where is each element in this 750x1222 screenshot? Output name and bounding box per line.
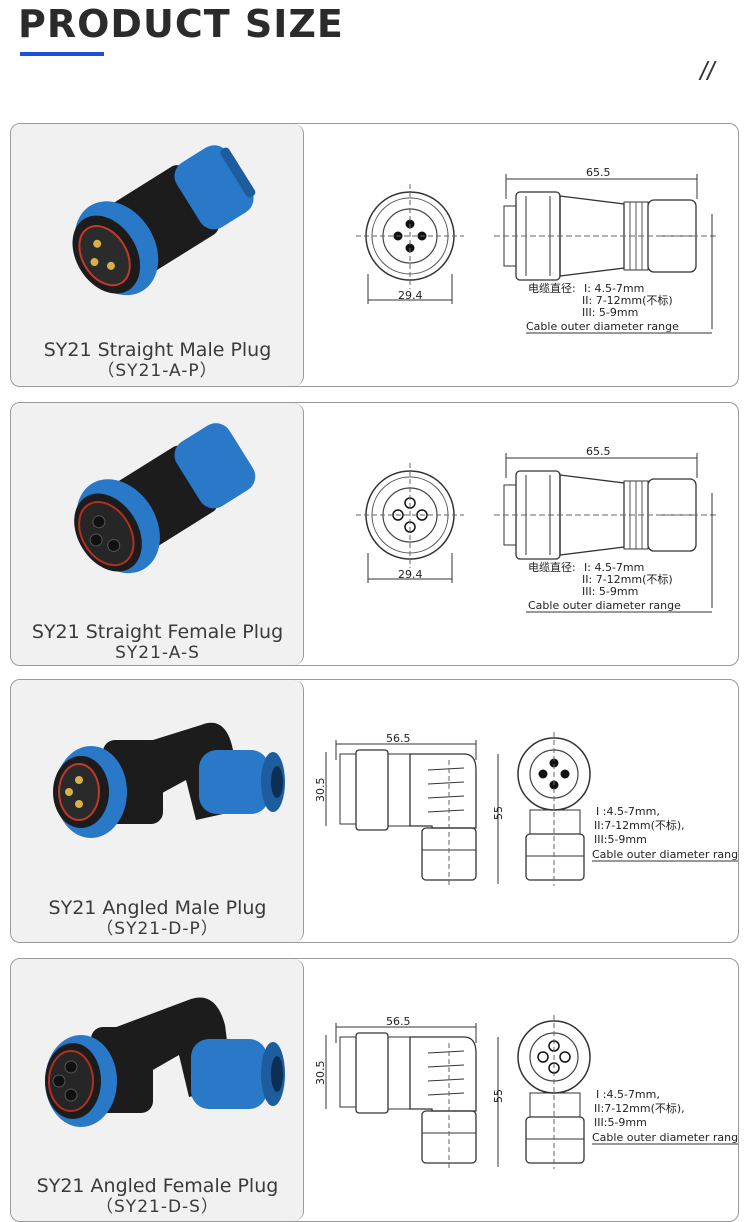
product-code: （SY21-A-P） <box>97 361 218 381</box>
dimension-length: 56.5 <box>386 1015 411 1028</box>
cable-range-1: I :4.5-7mm, <box>596 1088 660 1101</box>
cable-range-3: III:5-9mm <box>594 833 647 846</box>
product-card: SY21 Angled Female Plug （SY21-D-S） 56.5 … <box>10 958 739 1222</box>
cable-range-2: II:7-12mm(不标), <box>594 818 685 832</box>
straight-male-plug-photo <box>72 145 256 296</box>
dimension-face: 29.4 <box>398 289 423 302</box>
cable-range-2: II: 7-12mm(不标) <box>582 572 673 586</box>
technical-drawing: 29.4 65.5 电缆直径: I: 4.5-7mm II: 7-12mm(不标… <box>356 166 716 334</box>
technical-drawing: 56.5 30.5 55 I :4.5-7mm, II:7-12mm(不标), … <box>314 732 739 886</box>
product-card: SY21 Straight Female Plug SY21-A-S 29.4 … <box>10 402 739 666</box>
cable-range-1: I: 4.5-7mm <box>584 282 644 295</box>
product-photo-panel: SY21 Straight Female Plug SY21-A-S <box>11 403 304 665</box>
cable-spec-caption: Cable outer diameter range <box>526 320 679 333</box>
cable-range-2: II: 7-12mm(不标) <box>582 293 673 307</box>
cable-spec-cn-label: 电缆直径: <box>528 560 576 574</box>
page-title: PRODUCT SIZE <box>18 2 344 46</box>
slash-decoration: // <box>700 56 715 86</box>
cable-spec-cn-label: 电缆直径: <box>528 281 576 295</box>
product-code: （SY21-D-P） <box>96 919 219 939</box>
dimension-drop: 55 <box>492 1089 505 1103</box>
dimension-height: 30.5 <box>314 1061 327 1086</box>
dimension-length: 65.5 <box>586 166 611 179</box>
cable-range-3: III:5-9mm <box>594 1116 647 1129</box>
product-card: SY21 Angled Male Plug （SY21-D-P） 56.5 30… <box>10 679 739 943</box>
cable-spec-caption: Cable outer diameter range <box>592 1131 739 1144</box>
dimension-length: 65.5 <box>586 445 611 458</box>
cable-range-3: III: 5-9mm <box>582 306 638 319</box>
product-code: SY21-A-S <box>115 643 200 663</box>
cable-spec-caption: Cable outer diameter range <box>592 848 739 861</box>
product-code: （SY21-D-S） <box>96 1197 219 1217</box>
angled-male-plug-photo <box>53 722 285 838</box>
straight-female-plug-photo <box>74 423 256 574</box>
product-photo-panel: SY21 Straight Male Plug （SY21-A-P） <box>11 124 304 386</box>
dimension-drop: 55 <box>492 806 505 820</box>
cable-range-1: I: 4.5-7mm <box>584 561 644 574</box>
angled-female-plug-photo <box>45 997 285 1127</box>
product-name: SY21 Straight Male Plug <box>43 339 272 361</box>
cable-range-2: II:7-12mm(不标), <box>594 1101 685 1115</box>
product-photo-panel: SY21 Angled Female Plug （SY21-D-S） <box>11 959 304 1221</box>
product-photo-panel: SY21 Angled Male Plug （SY21-D-P） <box>11 680 304 942</box>
dimension-height: 30.5 <box>314 778 327 803</box>
cable-range-1: I :4.5-7mm, <box>596 805 660 818</box>
dimension-face: 29.4 <box>398 568 423 581</box>
product-name: SY21 Straight Female Plug <box>31 621 284 643</box>
product-name: SY21 Angled Male Plug <box>48 897 267 919</box>
technical-drawing: 29.4 65.5 电缆直径: I: 4.5-7mm II: 7-12mm(不标… <box>356 445 716 613</box>
title-underline <box>20 52 104 56</box>
dimension-length: 56.5 <box>386 732 411 745</box>
product-card: SY21 Straight Male Plug （SY21-A-P） 29.4 … <box>10 123 739 387</box>
product-name: SY21 Angled Female Plug <box>36 1175 279 1197</box>
technical-drawing: 56.5 30.5 55 I :4.5-7mm, II:7-12mm(不标), … <box>314 1015 739 1169</box>
cable-range-3: III: 5-9mm <box>582 585 638 598</box>
cable-spec-caption: Cable outer diameter range <box>528 599 681 612</box>
